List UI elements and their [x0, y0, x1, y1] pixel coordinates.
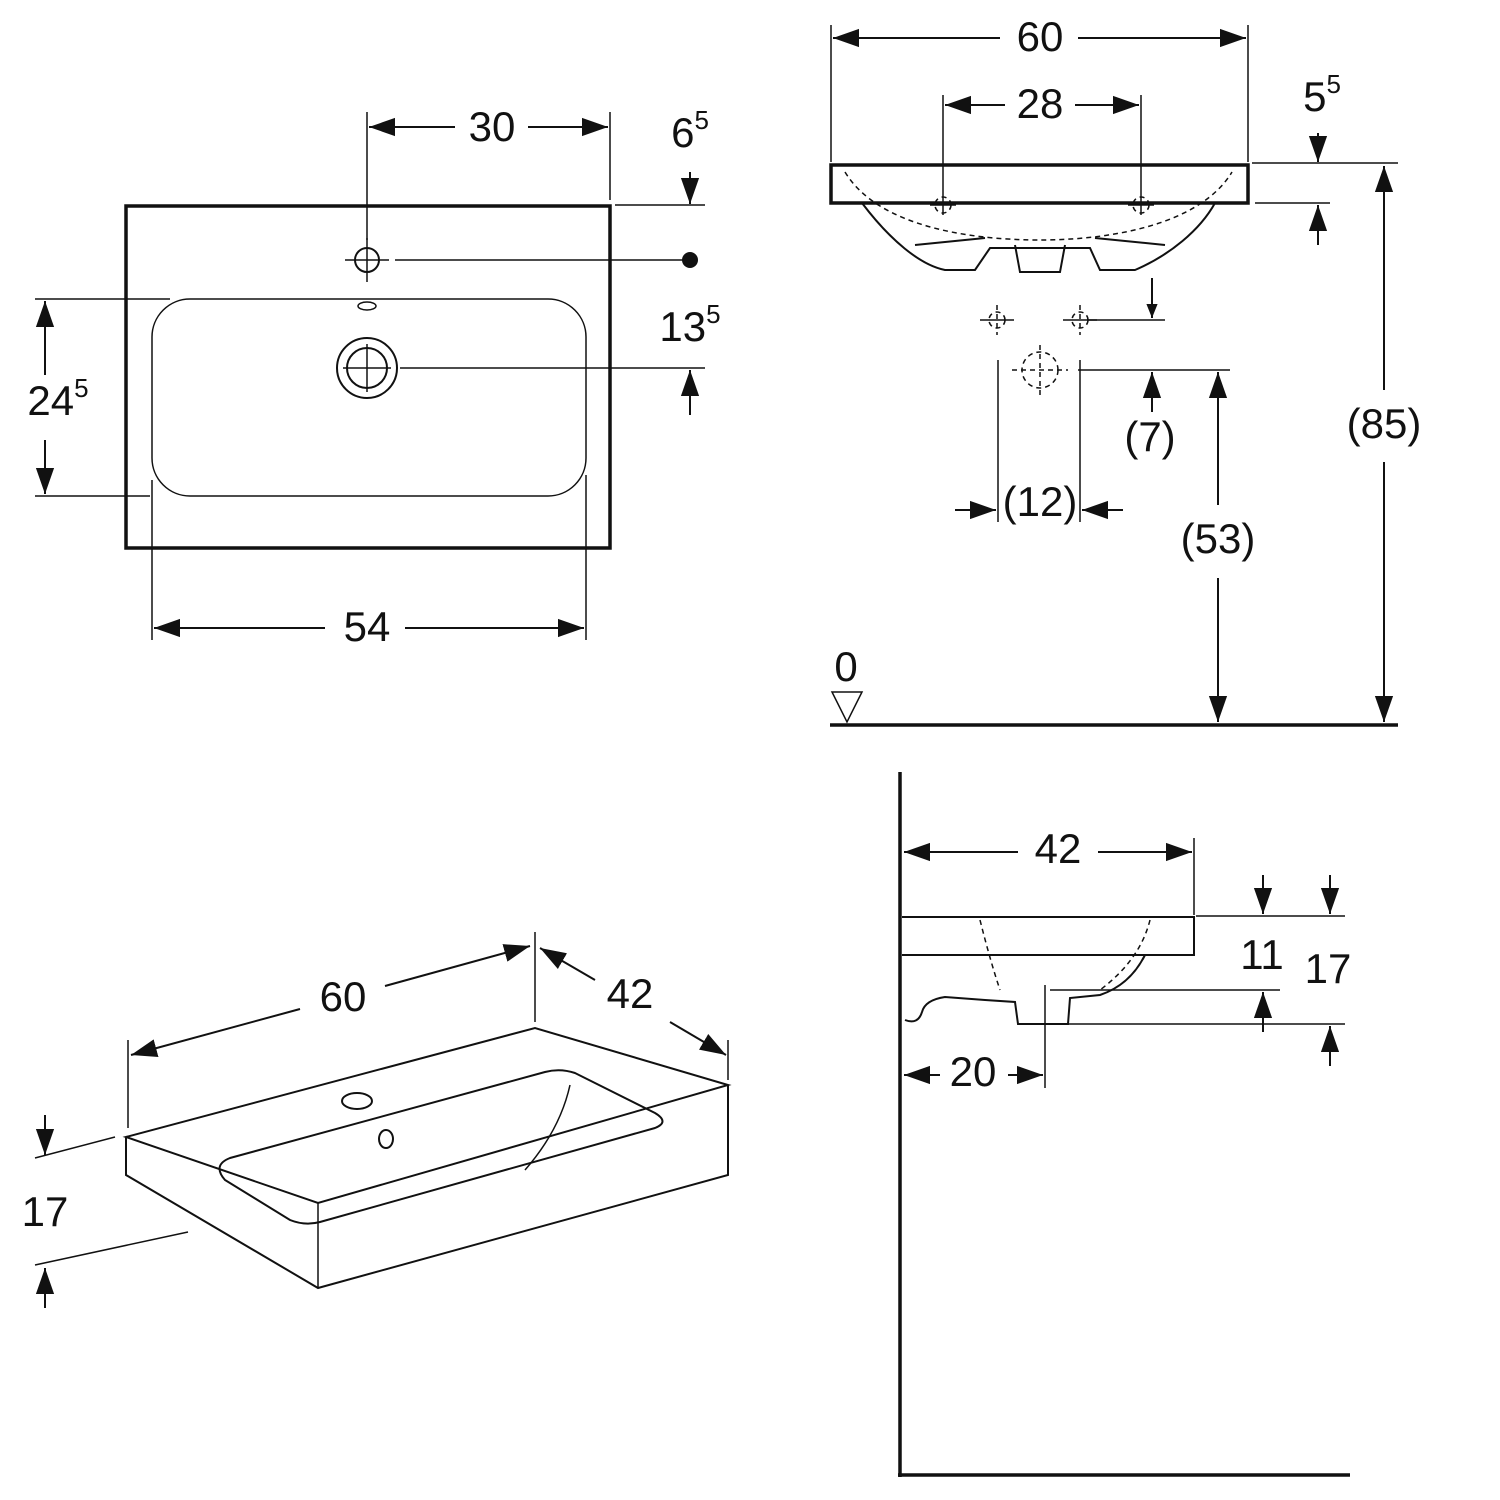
dim-bowl-depth: 245	[27, 373, 88, 424]
basin-side-profile	[902, 916, 1195, 1025]
side-section-view: 42 11 17 20	[898, 772, 1351, 1477]
dim-drain-from-wall: 20	[950, 1048, 997, 1095]
basin-top-face	[122, 1026, 732, 1205]
tap-hole-icon	[341, 1092, 373, 1110]
dim-bowl-height: 11	[1240, 931, 1284, 978]
top-plan-view: 30 65 135 245 54	[27, 103, 720, 650]
dim-waste-spacing: (12)	[1003, 478, 1078, 525]
dim-width: 60	[1017, 13, 1064, 60]
dim-depth: 42	[607, 970, 654, 1017]
basin-outline	[124, 204, 612, 550]
dim-total-height: (85)	[1347, 400, 1422, 447]
fixing-hole-right-icon	[1128, 196, 1154, 214]
dim-tap-from-back: 65	[671, 105, 709, 156]
dim-bowl-width: 54	[344, 603, 391, 650]
basin-sides	[125, 1085, 729, 1290]
bowl-outline	[218, 1069, 664, 1225]
dim-width: 60	[320, 973, 367, 1020]
floor-level-label: 0	[834, 643, 857, 690]
dim-tap-offset: 30	[469, 103, 516, 150]
basin-slab	[829, 163, 1250, 205]
fixing-hole-left-icon	[930, 196, 956, 214]
dim-depth: 42	[1035, 825, 1082, 872]
bowl-outline	[151, 298, 587, 497]
waste-outlet	[1014, 244, 1066, 273]
overflow-icon	[378, 1129, 394, 1149]
drain-icon	[336, 337, 398, 399]
dim-waste-height: (53)	[1181, 515, 1256, 562]
waste-crosshair-left-icon	[980, 305, 1014, 335]
tap-marker-dot	[682, 252, 698, 268]
tap-hole-icon	[345, 238, 389, 282]
overflow-icon	[357, 301, 377, 311]
dim-drain-from-back: 135	[659, 299, 720, 350]
dim-fixing-holes: 28	[1017, 80, 1064, 127]
dim-thickness: 55	[1303, 69, 1341, 120]
bowl-body	[861, 202, 1216, 271]
isometric-view: 60 42 17	[22, 932, 732, 1308]
dim-total-height: 17	[1305, 945, 1352, 992]
dim-height: 17	[22, 1188, 69, 1235]
front-elevation-view: 60 28 55 (85) (7) (12)	[829, 13, 1422, 727]
floor-level-triangle-icon	[830, 691, 864, 724]
dim-waste-offset: (7)	[1124, 413, 1175, 460]
waste-outlet-crosshair-icon	[1012, 345, 1068, 395]
